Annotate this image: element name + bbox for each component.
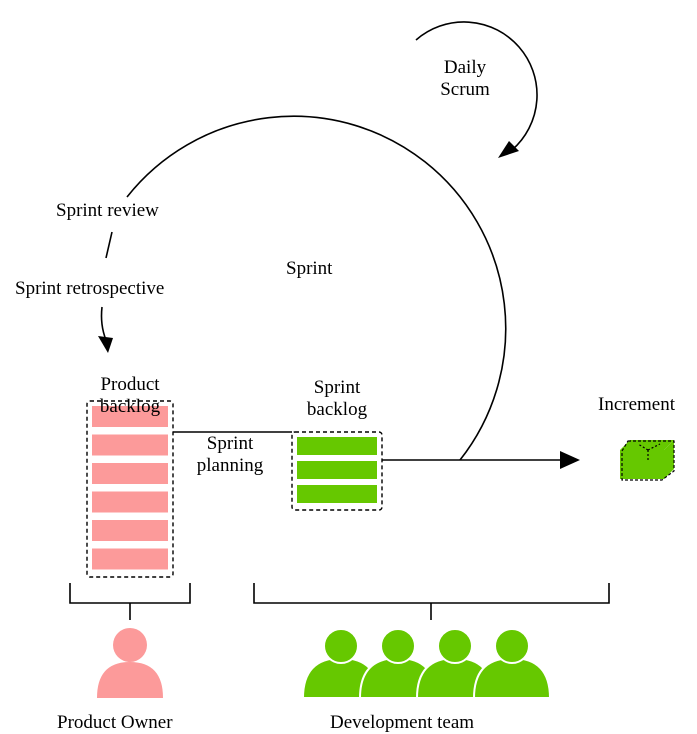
sprint-backlog-line1: Sprint (313, 377, 361, 398)
daily-scrum-line2: Scrum (440, 79, 490, 100)
product-backlog-label: Product backlog (80, 374, 180, 418)
increment-arrowhead (560, 451, 580, 469)
retrospective-arrowhead (98, 336, 113, 353)
product-backlog-item (92, 548, 168, 570)
product-owner-bracket (69, 583, 191, 620)
product-backlog-item (92, 491, 168, 513)
group-icon (301, 628, 552, 699)
sprint-backlog-item (297, 461, 377, 479)
product-backlog-items (92, 406, 168, 570)
person-icon (97, 628, 163, 698)
sprint-backlog-box (291, 431, 383, 511)
product-backlog-line1: Product (100, 374, 160, 395)
daily-scrum-line1: Daily (443, 57, 487, 78)
sprint-backlog-label: Sprint backlog (292, 377, 382, 421)
increment-label: Increment (598, 394, 676, 415)
product-backlog-item (92, 406, 168, 427)
sprint-planning-label: Sprint planning (180, 433, 280, 477)
sprint-backlog-item (297, 437, 377, 455)
development-team-bracket (253, 583, 610, 620)
product-backlog-line2: backlog (99, 396, 161, 417)
sprint-backlog-item (297, 485, 377, 503)
daily-scrum-loop (415, 21, 538, 151)
team-member-icon (358, 628, 438, 699)
development-team-label: Development team (330, 712, 475, 733)
sprint-cycle-arc (126, 115, 507, 461)
daily-scrum-arrowhead (498, 141, 519, 158)
sprint-planning-line1: Sprint (206, 433, 254, 454)
product-backlog-item (92, 520, 168, 541)
sprint-retrospective-label: Sprint retrospective (15, 278, 165, 299)
product-backlog-item (92, 463, 168, 484)
sprint-label: Sprint (286, 258, 333, 279)
sprint-review-label: Sprint review (56, 200, 159, 221)
cube-icon (620, 440, 675, 481)
team-member-icon (472, 628, 552, 699)
retrospective-arrow (100, 306, 107, 341)
review-retrospective-divider (105, 231, 113, 259)
sprint-backlog-line2: backlog (306, 399, 368, 420)
sprint-planning-line2: planning (196, 455, 264, 476)
sprint-backlog-items (297, 437, 377, 503)
product-backlog-item (92, 434, 168, 456)
product-backlog-box (86, 400, 174, 578)
daily-scrum-label: Daily Scrum (430, 57, 500, 101)
product-owner-label: Product Owner (57, 712, 173, 733)
